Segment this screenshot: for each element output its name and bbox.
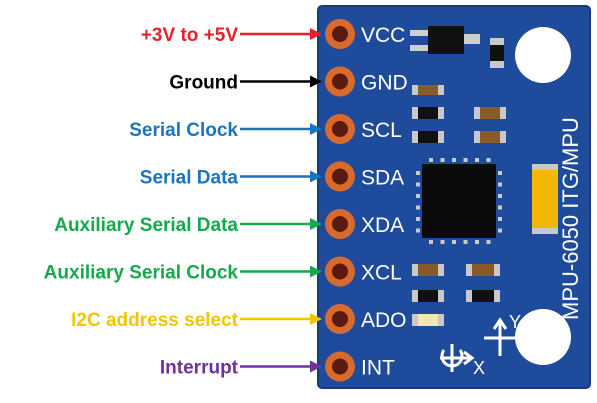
pin-arrow-head [310, 123, 322, 135]
resistor-r6 [412, 264, 444, 276]
pin-arrow-head [310, 28, 322, 40]
chip-pad [475, 158, 479, 162]
voltage-regulator [410, 26, 480, 54]
chip-pad [486, 158, 491, 162]
pin-gnd: Ground GND [169, 66, 408, 97]
pin-description: +3V to +5V [141, 25, 238, 46]
pin-hole [332, 311, 348, 327]
chip-pad [486, 240, 491, 244]
pin-description: Auxiliary Serial Data [54, 215, 238, 236]
pin-hole [332, 358, 348, 375]
resistor-r7 [466, 264, 500, 276]
pin-hole [332, 216, 348, 232]
axis-y-label: Y [509, 312, 521, 332]
pin-arrow-head [310, 170, 322, 183]
chip-pad [498, 182, 502, 187]
chip-pad [416, 194, 420, 198]
led-small [412, 314, 444, 326]
pin-sda: Serial Data SDA [140, 161, 404, 192]
pin-description: Auxiliary Serial Clock [44, 263, 239, 284]
pin-label: GND [361, 72, 408, 95]
resistor-r5 [474, 131, 506, 143]
chip-pad [440, 158, 445, 162]
chip-pad [416, 228, 420, 233]
pin-hole [332, 263, 348, 280]
pin-hole [332, 121, 348, 137]
mounting-hole-top [515, 27, 571, 83]
pin-arrow-head [310, 360, 322, 373]
mounting-hole-bottom [515, 309, 571, 365]
pin-hole [332, 168, 348, 185]
pin-description: I2C address select [71, 310, 239, 331]
pin-arrow-head [310, 313, 322, 325]
chip-pad [416, 217, 420, 221]
pin-arrow-head [310, 75, 322, 88]
resistor-r1 [412, 85, 444, 95]
pin-description: Interrupt [160, 358, 239, 379]
chip-pad [498, 171, 502, 175]
pin-label: ADO [361, 309, 407, 332]
resistor-r3 [412, 131, 444, 143]
chip-pad [498, 228, 502, 233]
chip-pad [416, 205, 420, 210]
pin-scl: Serial Clock SCL [129, 114, 402, 144]
pin-label: INT [361, 357, 395, 380]
pin-label: VCC [361, 24, 405, 47]
resistor-r4 [474, 107, 506, 119]
chip-pads [416, 158, 502, 244]
chip-pad [498, 194, 502, 198]
chip-pad [498, 205, 502, 210]
chip-pad [440, 240, 445, 244]
chip-pad [429, 158, 433, 162]
resistor-r8 [412, 290, 444, 302]
pin-arrow-head [310, 218, 322, 230]
pin-hole [332, 26, 348, 42]
chip-pad [463, 240, 468, 244]
pin-arrow-head [310, 265, 322, 278]
pin-label: XCL [361, 262, 402, 285]
chip-pad [416, 182, 420, 187]
pin-label: XDA [361, 214, 404, 237]
resistor-r2 [412, 107, 444, 119]
pin-xcl: Auxiliary Serial Clock XCL [44, 256, 402, 287]
pin-vcc: +3V to +5V VCC [141, 19, 405, 49]
mpu6050-chip [422, 164, 496, 238]
pin-label: SCL [361, 119, 402, 142]
resistor-r9 [466, 290, 500, 302]
chip-pad [452, 240, 456, 244]
chip-pad [475, 240, 479, 244]
pin-label: SDA [361, 167, 404, 190]
pin-description: Ground [169, 73, 238, 94]
capacitor-top-right [490, 38, 504, 68]
pin-description: Serial Data [140, 168, 239, 189]
chip-pad [498, 217, 502, 221]
pin-description: Serial Clock [129, 120, 238, 141]
pin-hole [332, 73, 348, 90]
axis-markings [440, 317, 516, 372]
axis-x-label: X [473, 358, 485, 378]
board-title: MPU-6050 ITG/MPU [558, 117, 583, 320]
chip-pad [452, 158, 456, 162]
chip-pad [463, 158, 468, 162]
chip-pad [416, 171, 420, 175]
capacitor-yellow [532, 164, 558, 234]
pin-xda: Auxiliary Serial Data XDA [54, 209, 404, 239]
chip-pad [429, 240, 433, 244]
pin-ado: I2C address select ADO [71, 304, 407, 334]
pin-int: Interrupt INT [160, 351, 395, 382]
